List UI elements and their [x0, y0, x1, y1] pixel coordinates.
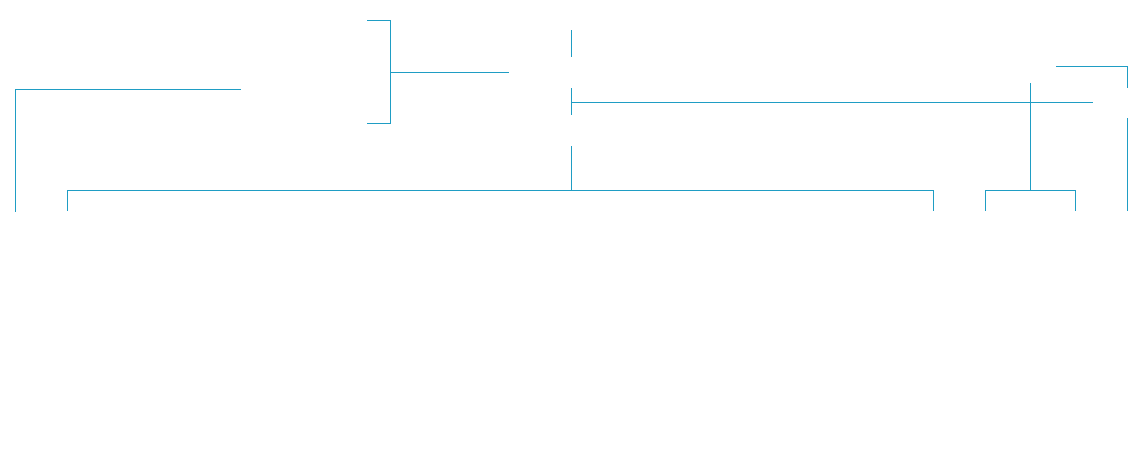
right-corner-upper-connector	[1056, 66, 1128, 88]
connector-lines	[15, 20, 1128, 212]
left-bracket-connector	[15, 89, 241, 212]
small-bottom-bracket-connector	[985, 190, 1076, 211]
upper-bracket-connector	[367, 20, 509, 124]
wide-bottom-bracket-connector	[67, 190, 934, 211]
center-horizontal-branch-connector	[571, 88, 1093, 115]
